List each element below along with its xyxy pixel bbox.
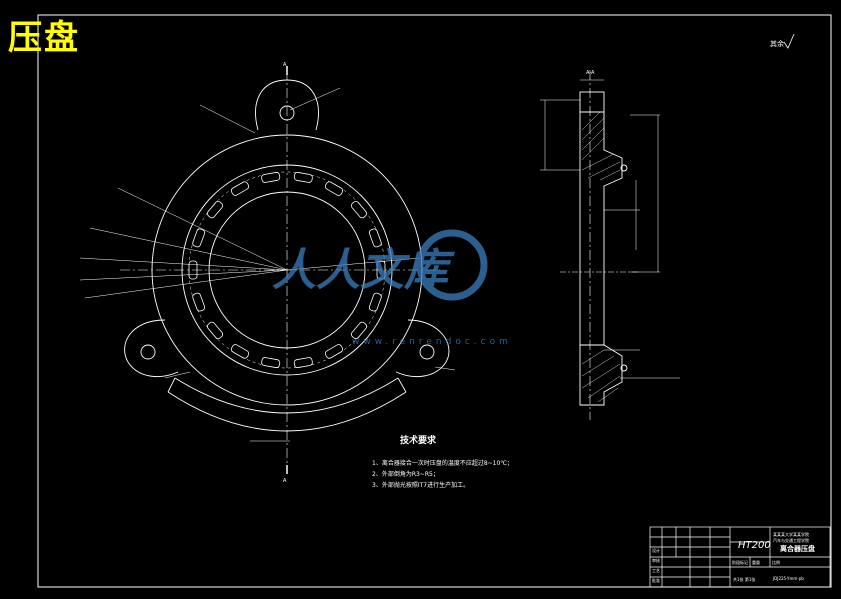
weight-label: 重量	[752, 559, 760, 565]
radial-slot	[368, 292, 382, 312]
radial-slot	[293, 171, 313, 183]
right-lug	[395, 319, 450, 378]
tech-req-item-3: 3、外部抛光按照IT7进行生产加工。	[372, 481, 469, 489]
title-block	[649, 526, 831, 588]
radial-slot	[192, 228, 206, 248]
right-lug-hole	[419, 344, 435, 360]
role-approve: 批准	[652, 577, 660, 583]
radial-slot	[230, 344, 250, 359]
watermark-logo-icon	[416, 229, 488, 301]
lower-arc-outer	[167, 391, 407, 432]
top-lug-hole	[279, 105, 295, 121]
left-lug-hole	[140, 344, 156, 360]
top-lug	[255, 79, 319, 131]
inner-circle	[208, 191, 366, 349]
lower-arc-inner	[174, 377, 399, 414]
radial-slot	[206, 200, 224, 219]
part-name: 离合器压盘	[780, 544, 815, 553]
material-label: HT200	[738, 540, 771, 551]
tech-req-item-1: 1、离合器接合一次时压盘的温度不应超过8~10℃；	[372, 459, 513, 467]
school-line-1: 某某某大学某某学院	[773, 531, 809, 537]
radial-slot	[261, 357, 281, 369]
role-process: 工艺	[652, 568, 660, 573]
section-mark-top: A	[283, 62, 287, 68]
watermark-text: 人人文库	[272, 245, 455, 296]
sheet-info: 共1张 第1张	[733, 576, 755, 582]
sheet-border	[37, 14, 832, 588]
drawing-number: JDJ225-Ymm-pb	[772, 576, 804, 581]
tech-requirements: 技术要求 1、离合器接合一次时压盘的温度不应超过8~10℃； 2、外部倒角为R3…	[372, 434, 513, 489]
radial-slot	[293, 357, 313, 369]
tech-req-item-2: 2、外部倒角为R3~R5；	[372, 470, 439, 478]
radial-slot	[261, 171, 281, 183]
radial-slot	[188, 260, 198, 280]
role-review: 审核	[652, 557, 660, 563]
watermark-url: www.renrendoc.com	[352, 337, 512, 347]
role-design: 设计	[652, 547, 660, 553]
school-line-2: 汽车与交通工程学院	[773, 537, 809, 543]
sheet-title: 压盘	[8, 18, 80, 58]
section-mark-bottom: A	[283, 478, 287, 484]
scale-label: 比例	[772, 559, 780, 565]
radial-slot	[324, 181, 344, 196]
mid-circle	[181, 164, 393, 376]
roughness-symbol-icon	[783, 33, 795, 49]
section-view-label: A-A	[586, 70, 595, 76]
tech-req-heading: 技术要求	[400, 434, 437, 446]
section-view	[540, 70, 680, 420]
left-lug	[124, 319, 179, 378]
radial-slot	[350, 321, 368, 340]
radial-slot	[324, 344, 344, 359]
radial-slot	[368, 228, 382, 248]
roughness-note: 其余	[770, 39, 784, 48]
radial-slot	[376, 260, 386, 280]
radial-slot	[350, 200, 368, 219]
slot-ring	[188, 171, 386, 369]
radial-slot	[206, 321, 224, 340]
radial-slot	[230, 181, 250, 196]
watermark: 人人文库 www.renrendoc.com	[272, 229, 512, 347]
radial-slot	[192, 292, 206, 312]
stage-mark-label: 阶段标记	[732, 559, 748, 565]
title-block-text: HT200 某某某大学某某学院 汽车与交通工程学院 离合器压盘 共1张 第1张 …	[652, 531, 815, 583]
